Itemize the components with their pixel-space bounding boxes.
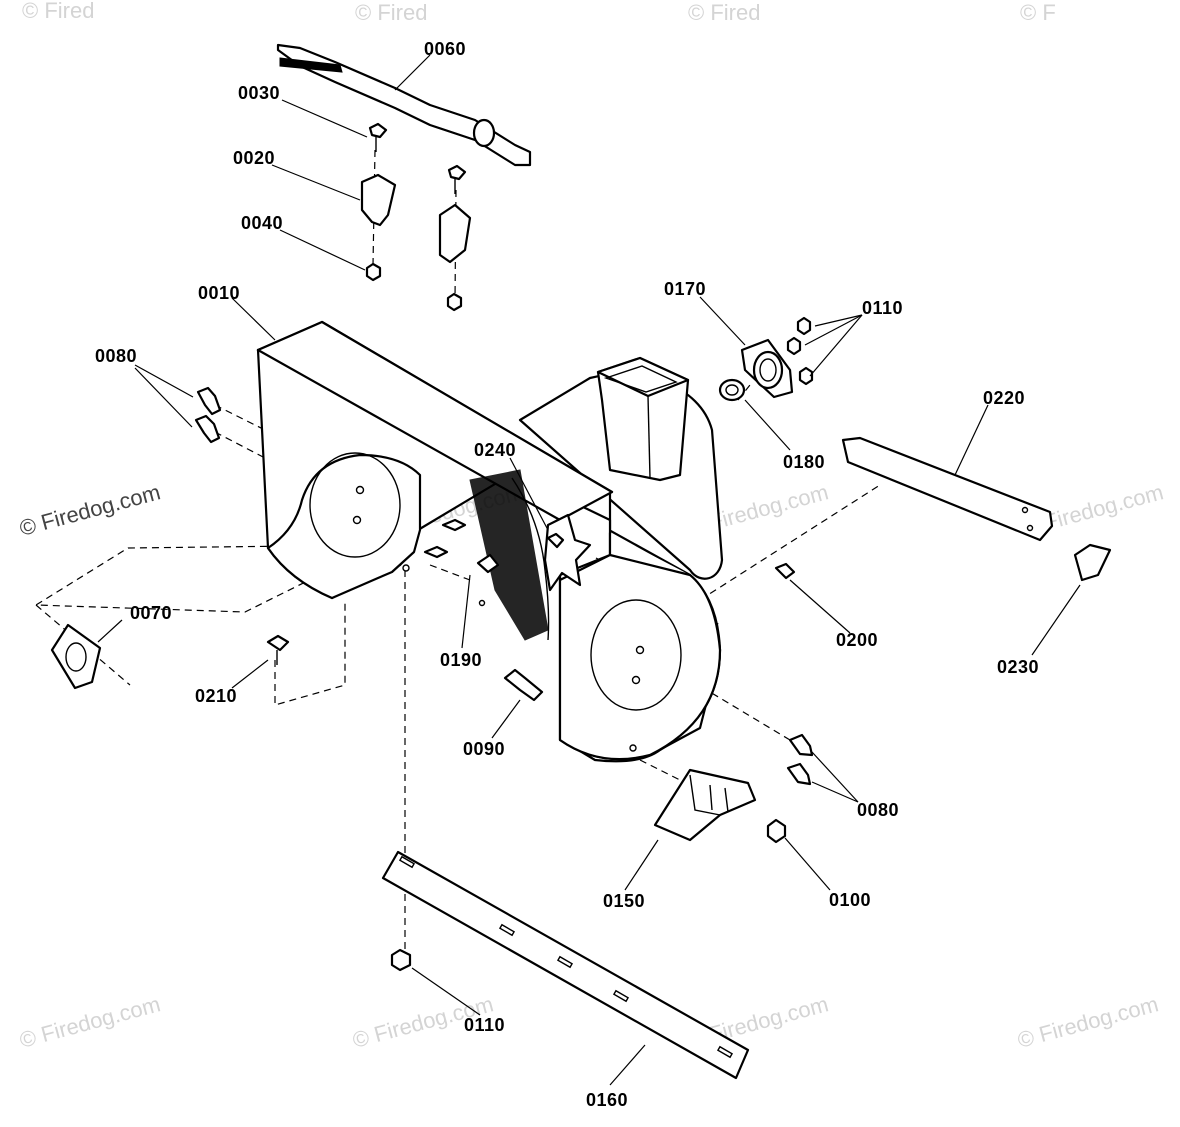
bearing-plate [50,623,102,690]
leader-lines [97,54,1081,1086]
callout-label: 0210 [195,686,237,706]
callout-label: 0190 [440,650,482,670]
callout-label: 0090 [463,739,505,759]
watermark: © Firedog.com [1015,991,1161,1053]
callout-label: 0060 [424,39,466,59]
scraper-bar [381,850,750,1080]
discharge-chute-opening [596,356,690,482]
skid-shoe [653,768,757,842]
callout-label: 0110 [862,298,903,318]
watermark: © F [1020,0,1056,25]
callout-label: 0040 [241,213,283,233]
callout-label: 0180 [783,452,825,472]
skid-rail [841,436,1112,582]
chute-brackets [360,122,472,312]
callout-label: 0030 [238,83,280,103]
watermark: © Firedog.com [17,991,163,1053]
callout-label: 0240 [474,440,516,460]
watermark: © Fired [688,0,760,25]
callout-label: 0020 [233,148,275,168]
callout-label: 0080 [857,800,899,820]
callouts: 0060 0030 0020 0040 0010 0080 0170 0110 … [95,39,1039,1110]
callout-label: 0150 [603,891,645,911]
callout-label: 0010 [198,283,240,303]
callout-label: 0160 [586,1090,628,1110]
watermarks: © Fired © Fired © Fired © F © Firedog.co… [17,0,1166,1053]
callout-label: 0100 [829,890,871,910]
callout-label: 0200 [836,630,878,650]
watermark: © Fired [22,0,94,23]
bearing-flange [718,316,814,402]
callout-label: 0110 [464,1015,505,1035]
watermark: © Fired [355,0,427,25]
chute-crank-handle [276,43,532,167]
callout-label: 0220 [983,388,1025,408]
callout-label: 0070 [130,603,172,623]
callout-label: 0170 [664,279,706,299]
callout-label: 0230 [997,657,1039,677]
callout-label: 0080 [95,346,137,366]
watermark: © Firedog.com [17,479,163,541]
assembly-lines [33,149,881,955]
bolts [194,386,814,844]
auger-housing [256,320,724,763]
